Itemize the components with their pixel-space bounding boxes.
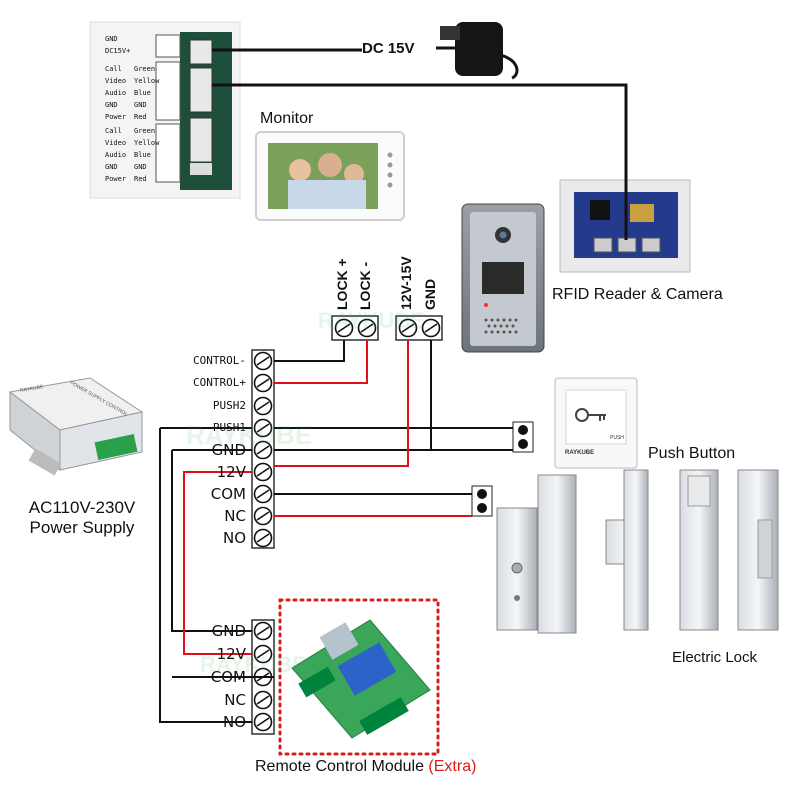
12v-label: 12V bbox=[216, 463, 246, 481]
remote-12v-label: 12V bbox=[216, 645, 246, 663]
electric-lock-devices bbox=[496, 469, 779, 634]
power-supply-line2: Power Supply bbox=[29, 518, 135, 537]
terminal-label: DC15V+ bbox=[105, 47, 131, 55]
remote-module-frame bbox=[278, 598, 440, 756]
power-supply-device bbox=[8, 377, 144, 476]
push-button-device bbox=[554, 377, 638, 469]
com-label: COM bbox=[210, 485, 246, 503]
lock-plus-label: LOCK + bbox=[334, 258, 350, 310]
voltage-label: 12V-15V bbox=[398, 256, 414, 310]
terminal-label: Audio bbox=[105, 89, 127, 97]
red-wiring bbox=[183, 340, 472, 655]
monitor-device bbox=[255, 131, 405, 221]
remote-com-label: COM bbox=[210, 668, 246, 686]
terminal-label: Video bbox=[105, 139, 127, 147]
push-button-tag: PUSH bbox=[610, 435, 624, 441]
control-minus-label: CONTROL- bbox=[193, 354, 246, 367]
terminal-label: GND bbox=[105, 35, 118, 43]
remote-no-label: NO bbox=[222, 713, 246, 731]
no-label: NO bbox=[222, 529, 246, 547]
wire-color-label: GND bbox=[134, 163, 147, 171]
terminal-label: Video bbox=[105, 77, 127, 85]
watermark: RAYKUBE bbox=[186, 420, 313, 450]
nc-label: NC bbox=[224, 507, 246, 525]
wire-color-label: Green bbox=[134, 65, 156, 73]
gnd-label: GND bbox=[211, 441, 246, 459]
electric-lock-label: Electric Lock bbox=[672, 649, 758, 666]
push-button-label: Push Button bbox=[648, 445, 736, 462]
dc-15v-label: DC 15V bbox=[362, 40, 415, 57]
push-button-brand: RAYKUBE bbox=[565, 450, 595, 456]
power-supply-caption: AC110V-230V Power Supply bbox=[16, 498, 148, 538]
terminal-label: Call bbox=[105, 65, 122, 73]
lock-contacts bbox=[471, 485, 493, 517]
black-wiring bbox=[159, 340, 513, 723]
wire-color-label: Red bbox=[134, 113, 147, 121]
top-terminal-blocks bbox=[331, 315, 443, 341]
power-adapter bbox=[440, 22, 519, 80]
watermark: RAYKUBE bbox=[318, 308, 425, 333]
wire-color-label: Blue bbox=[134, 89, 151, 97]
wire-color-label: Red bbox=[134, 175, 147, 183]
remote-gnd-label: GND bbox=[211, 622, 246, 640]
power-supply-line1: AC110V-230V bbox=[28, 498, 136, 517]
push-button-contacts bbox=[512, 421, 534, 453]
gnd-top-label: GND bbox=[422, 278, 438, 310]
watermark: RAYKUBE bbox=[200, 652, 307, 677]
wire-color-label: GND bbox=[134, 101, 147, 109]
wire-color-label: Blue bbox=[134, 151, 151, 159]
terminal-label: GND bbox=[105, 101, 118, 109]
lock-minus-label: LOCK - bbox=[357, 261, 373, 310]
top-wires bbox=[212, 46, 628, 240]
monitor-label: Monitor bbox=[260, 110, 314, 127]
remote-module-caption: Remote Control Module (Extra) bbox=[255, 758, 476, 776]
terminal-label: Power bbox=[105, 113, 127, 121]
control-plus-label: CONTROL+ bbox=[193, 376, 246, 389]
push1-label: PUSH1 bbox=[212, 421, 246, 434]
wire-color-label: Yellow bbox=[134, 139, 160, 147]
wire-color-label: Yellow bbox=[134, 77, 160, 85]
wire-color-label: Green bbox=[134, 127, 156, 135]
terminal-label: Call bbox=[105, 127, 122, 135]
remote-module-label: Remote Control Module bbox=[255, 758, 424, 775]
remote-nc-label: NC bbox=[224, 691, 246, 709]
rfid-label: RFID Reader & Camera bbox=[552, 286, 723, 303]
push2-label: PUSH2 bbox=[212, 399, 246, 412]
remote-module-board bbox=[291, 619, 431, 739]
terminal-label: Power bbox=[105, 175, 127, 183]
terminal-label: Audio bbox=[105, 151, 127, 159]
terminal-label: GND bbox=[105, 163, 118, 171]
remote-module-extra: (Extra) bbox=[428, 758, 477, 775]
door-station bbox=[461, 203, 545, 353]
